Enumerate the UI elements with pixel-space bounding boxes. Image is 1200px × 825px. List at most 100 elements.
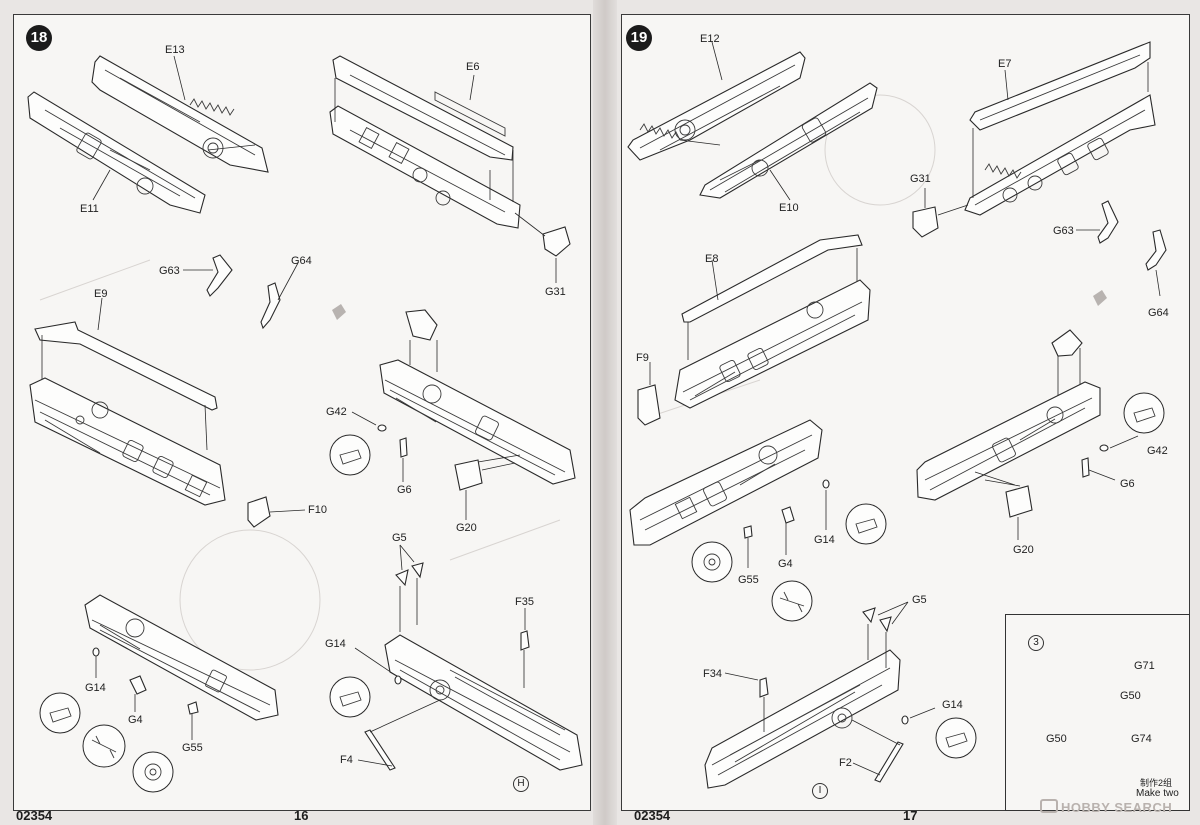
f34-part [759, 677, 769, 698]
label-e6: E6 [466, 61, 480, 73]
label-e8: E8 [705, 253, 719, 265]
label-g20: G20 [456, 522, 477, 534]
g42-zoom-right [1123, 392, 1165, 434]
g55-part-right [743, 525, 753, 539]
inset-note-english: Make two [1136, 788, 1179, 799]
g20-part-right [1005, 485, 1033, 518]
label-g63: G63 [159, 265, 180, 277]
inset-box: 3 G71 G50 G50 G74 制作2组 Make two [1005, 614, 1190, 811]
right-mid-left-assembly [629, 419, 823, 546]
f10-part [247, 496, 306, 528]
label-g14-right-mid: G14 [814, 534, 835, 546]
g42-zoom-bubble [329, 434, 371, 476]
label-g6: G6 [397, 484, 412, 496]
g4-zoom-right [771, 580, 813, 622]
label-f10: F10 [308, 504, 327, 516]
g20-part [454, 459, 483, 491]
label-e13: E13 [165, 44, 185, 56]
direction-arrow-right [1093, 290, 1107, 306]
hobby-search-logo-icon [1040, 799, 1058, 813]
e6-part-assembly [329, 55, 521, 229]
step-18-badge: 18 [26, 25, 52, 51]
label-g14-right-bottom: G14 [942, 699, 963, 711]
label-e7: E7 [998, 58, 1012, 70]
label-f35: F35 [515, 596, 534, 608]
g63-g64-parts [183, 254, 299, 330]
label-g55-right: G55 [738, 574, 759, 586]
label-f9: F9 [636, 352, 649, 364]
g31-part-right [912, 206, 939, 238]
label-e9: E9 [94, 288, 108, 300]
label-g20-right: G20 [1013, 544, 1034, 556]
right-page-number: 17 [903, 808, 918, 823]
g14-zoom-left [39, 692, 81, 734]
left-bottom-right-assembly [384, 634, 583, 771]
right-mid-right-assembly [916, 329, 1101, 501]
right-bottom-assembly [704, 649, 901, 789]
label-g50-lower: G50 [1046, 733, 1067, 745]
e12-rail-part [627, 51, 806, 161]
g14-zoom-mid-left [329, 676, 371, 718]
label-g42: G42 [326, 406, 347, 418]
label-e12: E12 [700, 33, 720, 45]
g4-zoom-left [82, 724, 126, 768]
left-page-number: 16 [294, 808, 309, 823]
e10-rail-part [699, 82, 878, 199]
g5-parts-right [862, 601, 909, 668]
g31-part [542, 226, 571, 257]
watermark-text: HOBBY SEARCH [1061, 800, 1173, 815]
watermark: HOBBY SEARCH [1040, 799, 1172, 815]
label-g64-right: G64 [1148, 307, 1169, 319]
left-bottom-assembly [84, 594, 279, 721]
page-gutter [593, 0, 617, 825]
g6-part [399, 437, 408, 458]
label-e11: E11 [80, 203, 99, 215]
e9-plate-part [34, 321, 218, 411]
g6-part-right [1081, 457, 1090, 478]
inset-note-chinese: 制作2组 [1140, 778, 1173, 788]
g5-parts-left [395, 544, 424, 632]
label-g31-right: G31 [910, 173, 931, 185]
f35-part [520, 630, 530, 651]
direction-arrow-left [332, 304, 346, 320]
background-ghost-lines [39, 94, 936, 671]
label-f2: F2 [839, 757, 852, 769]
right-kit-code: 02354 [634, 808, 671, 823]
g14-part-mid-left [394, 675, 402, 685]
label-g4: G4 [128, 714, 143, 726]
g55-zoom-left [132, 751, 174, 793]
f2-part [874, 741, 904, 783]
label-g71: G71 [1134, 660, 1155, 672]
label-e10: E10 [779, 202, 799, 214]
f9-part [637, 362, 661, 426]
g4-part-left [129, 675, 147, 695]
label-g4-right: G4 [778, 558, 793, 570]
e11-rail-part [27, 91, 206, 214]
e8-plate-part [681, 234, 863, 323]
g55-part-left [187, 701, 199, 715]
e7-part-assembly [964, 41, 1156, 216]
sub-marker-i: I [812, 783, 828, 799]
label-f4: F4 [340, 754, 353, 766]
inset-step-number: 3 [1028, 635, 1044, 651]
g14-part-left [92, 647, 100, 657]
left-main-chassis-part [29, 377, 226, 506]
label-g50-upper: G50 [1120, 690, 1141, 702]
sub-marker-h: H [513, 776, 529, 792]
label-g31: G31 [545, 286, 566, 298]
g42-part-right [1099, 444, 1109, 452]
right-main-chassis-part [674, 279, 871, 409]
g14-part-right-mid [822, 479, 830, 489]
label-g5: G5 [392, 532, 407, 544]
g14-zoom-right-mid [845, 503, 887, 545]
g14-zoom-right-bottom [935, 717, 977, 759]
label-g42-right: G42 [1147, 445, 1168, 457]
e13-rail-part [91, 55, 269, 173]
f4-part [364, 729, 396, 771]
label-g6-right: G6 [1120, 478, 1135, 490]
step-19-badge: 19 [626, 25, 652, 51]
g55-zoom-right [691, 541, 733, 583]
label-g74: G74 [1131, 733, 1152, 745]
